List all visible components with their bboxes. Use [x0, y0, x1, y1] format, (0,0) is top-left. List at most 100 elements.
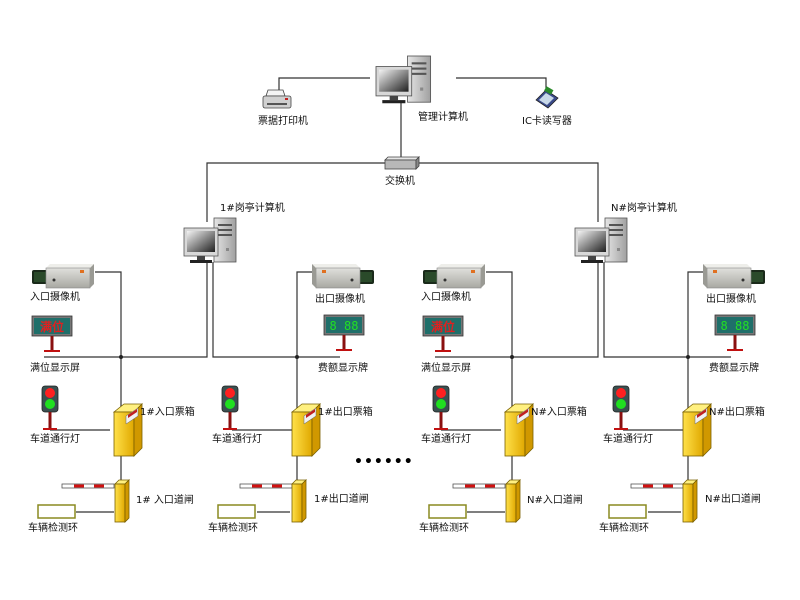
exit-camera-label: 出口摄像机: [706, 292, 756, 305]
wire-exit-bus: [212, 262, 297, 358]
exit-barrier-gate[interactable]: 1#出口道闸: [239, 479, 369, 523]
ticket-box-icon: [291, 403, 321, 457]
entry-traffic-light-label: 车道通行灯: [421, 432, 471, 445]
exit-ticket-box[interactable]: 1#出口票箱: [291, 403, 373, 457]
fee-display-text: 8 88: [721, 319, 750, 333]
full-display-text: 满位: [431, 319, 455, 334]
entry-ticket-box-label: N#入口票箱: [531, 405, 587, 418]
ic-card-reader-label: IC卡读写器: [522, 114, 572, 127]
led-display-icon: 满位: [31, 315, 73, 352]
wire-entry-bus: [44, 262, 208, 358]
entry-camera-label: 入口摄像机: [421, 290, 471, 303]
entry-camera[interactable]: 入口摄像机: [30, 263, 95, 303]
traffic-light-icon: [41, 385, 59, 431]
ticket-printer[interactable]: 票据打印机: [258, 89, 308, 127]
exit-camera[interactable]: 出口摄像机: [311, 263, 375, 305]
loop-icon: [37, 504, 76, 519]
entry-barrier-gate[interactable]: N#入口道闸: [452, 479, 583, 523]
camera-icon: [702, 263, 766, 289]
camera-icon: [311, 263, 375, 289]
camera-icon: [422, 263, 486, 289]
ticket-box-icon: [113, 403, 143, 457]
entry-traffic-light[interactable]: 车道通行灯: [30, 385, 80, 445]
entry-ticket-box[interactable]: 1#入口票箱: [113, 403, 195, 457]
exit-traffic-light-label: 车道通行灯: [603, 432, 653, 445]
traffic-light-icon: [612, 385, 630, 431]
wire-printer: [278, 77, 370, 90]
entry-traffic-light[interactable]: 车道通行灯: [421, 385, 471, 445]
fee-display[interactable]: 8 88 费额显示牌: [318, 314, 368, 374]
exit-traffic-light[interactable]: 车道通行灯: [603, 385, 653, 445]
ticket-printer-label: 票据打印机: [258, 114, 308, 127]
computer-icon: [183, 217, 237, 264]
gate-post-icon: [114, 479, 130, 523]
ticket-box-icon: [682, 403, 712, 457]
booth-computer-label: 1#岗亭计算机: [220, 201, 285, 214]
wires: [206, 77, 599, 222]
entry-ticket-box[interactable]: N#入口票箱: [504, 403, 587, 457]
exit-loop-label: 车辆检测环: [208, 521, 258, 534]
entry-camera[interactable]: 入口摄像机: [421, 263, 486, 303]
boom-arm-icon: [630, 483, 684, 489]
traffic-light-icon: [432, 385, 450, 431]
management-computer[interactable]: 管理计算机: [375, 55, 468, 123]
led-display-icon: 8 88: [714, 314, 756, 351]
wire-ic-reader: [456, 77, 547, 88]
booth-computer[interactable]: N#岗亭计算机: [574, 201, 677, 264]
boom-arm-icon: [239, 483, 293, 489]
junction-dot: [510, 355, 514, 359]
exit-camera-label: 出口摄像机: [315, 292, 365, 305]
exit-ticket-box[interactable]: N#出口票箱: [682, 403, 765, 457]
exit-detection-loop[interactable]: 车辆检测环: [208, 504, 258, 534]
wire-bus-right: [418, 162, 599, 222]
exit-ticket-box-label: 1#出口票箱: [318, 405, 373, 418]
switch-label: 交换机: [385, 174, 415, 187]
booth-computer[interactable]: 1#岗亭计算机: [183, 201, 285, 264]
exit-ticket-box-label: N#出口票箱: [709, 405, 765, 418]
exit-camera[interactable]: 出口摄像机: [702, 263, 766, 305]
loop-icon: [217, 504, 256, 519]
full-display-text: 满位: [40, 319, 64, 334]
loop-icon: [428, 504, 467, 519]
computer-icon: [375, 55, 432, 104]
fee-display[interactable]: 8 88 费额显示牌: [709, 314, 759, 374]
full-display-label: 满位显示屏: [30, 361, 80, 374]
traffic-light-icon: [221, 385, 239, 431]
management-computer-label: 管理计算机: [418, 110, 468, 123]
entry-loop-label: 车辆检测环: [419, 521, 469, 534]
entry-barrier-gate[interactable]: 1# 入口道闸: [61, 479, 194, 523]
booth-computer-label: N#岗亭计算机: [611, 201, 677, 214]
junction-dot: [686, 355, 690, 359]
computer-icon: [574, 217, 628, 264]
ic-card-reader[interactable]: IC卡读写器: [522, 86, 572, 127]
network-switch[interactable]: 交换机: [384, 156, 420, 187]
wire-bus-left: [206, 162, 385, 222]
gate-post-icon: [291, 479, 307, 523]
fee-display-label: 费额显示牌: [318, 361, 368, 374]
full-display-label: 满位显示屏: [421, 361, 471, 374]
fee-display-label: 费额显示牌: [709, 361, 759, 374]
loop-icon: [608, 504, 647, 519]
card-reader-icon: [535, 86, 559, 109]
boom-arm-icon: [61, 483, 115, 489]
exit-barrier-gate[interactable]: N#出口道闸: [630, 479, 761, 523]
entry-barrier-label: N#入口道闸: [527, 493, 583, 506]
camera-icon: [31, 263, 95, 289]
exit-detection-loop[interactable]: 车辆检测环: [599, 504, 649, 534]
entry-detection-loop[interactable]: 车辆检测环: [419, 504, 469, 534]
led-display-icon: 8 88: [323, 314, 365, 351]
entry-ticket-box-label: 1#入口票箱: [140, 405, 195, 418]
exit-traffic-light[interactable]: 车道通行灯: [212, 385, 262, 445]
more-booths-ellipsis: ••••••: [354, 454, 414, 470]
boom-arm-icon: [452, 483, 506, 489]
entry-detection-loop[interactable]: 车辆检测环: [28, 504, 78, 534]
